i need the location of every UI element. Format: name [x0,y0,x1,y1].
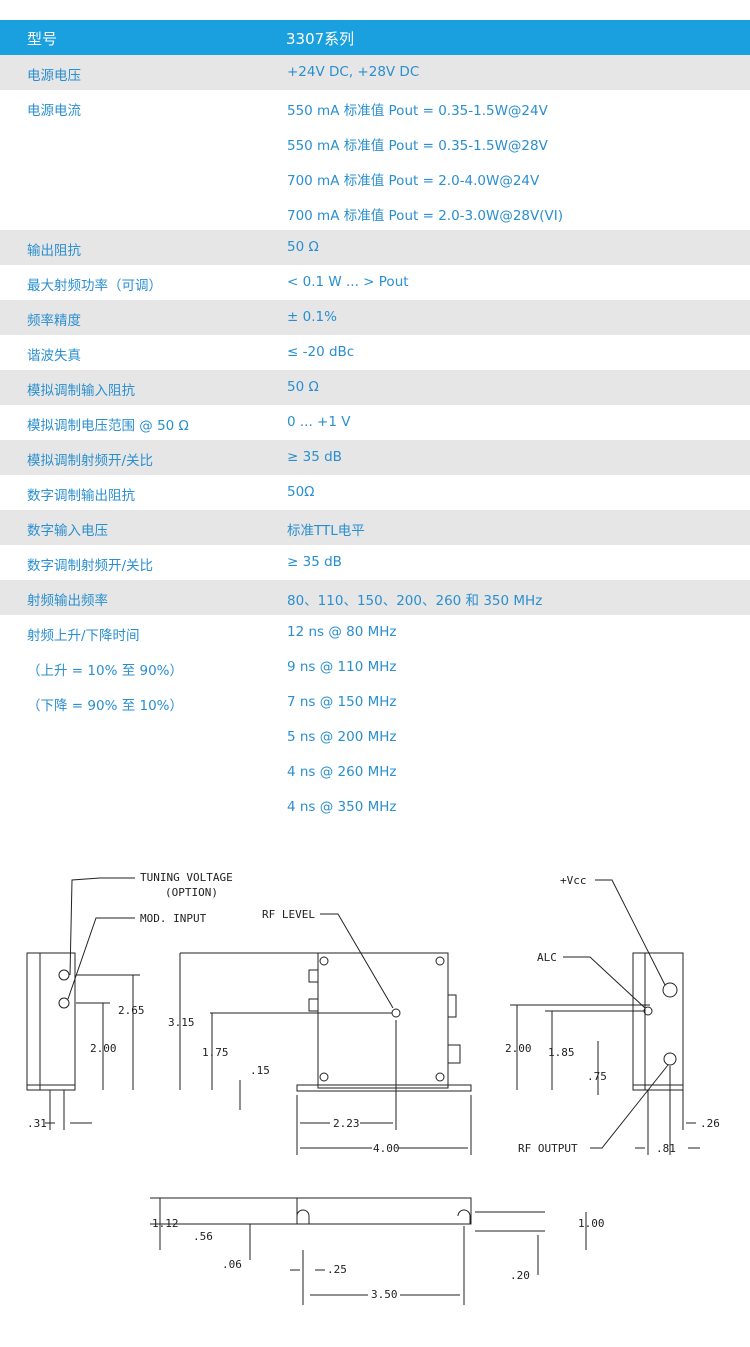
rf-output-label: RF OUTPUT [518,1142,578,1155]
dim-20: .20 [510,1269,530,1282]
rf-level-label: RF LEVEL [262,908,315,921]
row-label: 谐波失真 [27,348,81,364]
table-row: 模拟调制电压范围 @ 50 Ω 0 ... +1 V [0,405,750,440]
row-value: 50 Ω [287,379,319,395]
row-value: 50Ω [287,484,315,500]
table-row: 最大射频功率（可调） < 0.1 W ... > Pout [0,265,750,300]
table-row: 模拟调制射频开/关比 ≥ 35 dB [0,440,750,475]
front-view-body [317,952,449,1089]
row-value: 0 ... +1 V [287,414,351,430]
spec-table: 型号 3307系列 电源电压 +24V DC, +28V DC 电源电流 550 mA… [0,20,750,825]
row-value: 550 mA 标准值 Pout = 0.35-1.5W@24V [287,103,548,119]
row-value: 4 ns @ 260 MHz [287,764,397,780]
option-label: (OPTION) [165,886,218,899]
row-label: （上升 = 10% 至 90%） [27,663,183,679]
row-value: < 0.1 W ... > Pout [287,274,409,290]
row-label: （下降 = 90% 至 10%） [27,698,183,714]
row-value: 550 mA 标准值 Pout = 0.35-1.5W@28V [287,138,548,154]
side-view-body [26,952,76,1091]
row-value: 50 Ω [287,239,319,255]
dim-25: .25 [327,1263,347,1276]
table-row: 电源电流 550 mA 标准值 Pout = 0.35-1.5W@24V 550 m… [0,90,750,230]
table-row: 谐波失真 ≤ -20 dBc [0,335,750,370]
dim-265: 2.65 [118,1004,145,1017]
tuning-voltage-label: TUNING VOLTAGE [140,871,233,884]
row-value: 4 ns @ 350 MHz [287,799,397,815]
mod-input-label: MOD. INPUT [140,912,207,925]
dim-100: 1.00 [578,1217,605,1230]
dim-175: 1.75 [202,1046,229,1059]
dim-31: .31 [27,1117,47,1130]
dim-200-side: 2.00 [90,1042,117,1055]
row-label: 电源电流 [27,103,81,119]
row-label: 数字调制输出阻抗 [27,488,135,504]
row-label: 模拟调制射频开/关比 [27,453,154,469]
dim-350: 3.50 [371,1288,398,1301]
dim-315: 3.15 [168,1016,195,1029]
table-header: 型号 3307系列 [0,20,750,55]
row-value: 12 ns @ 80 MHz [287,624,397,640]
dim-223: 2.23 [333,1117,360,1130]
table-row: 频率精度 ± 0.1% [0,300,750,335]
row-value: ± 0.1% [287,309,337,325]
mod-input-connector [58,997,70,1009]
tuning-voltage-connector [58,969,70,981]
dim-06: .06 [222,1258,242,1271]
row-value: 80、110、150、200、260 和 350 MHz [287,593,543,609]
row-value: 标准TTL电平 [287,523,365,539]
table-row: 数字调制射频开/关比 ≥ 35 dB [0,545,750,580]
row-value: 5 ns @ 200 MHz [287,729,397,745]
alc-label: ALC [537,951,557,964]
table-body: 电源电压 +24V DC, +28V DC 电源电流 550 mA 标准值 Pout … [0,55,750,825]
row-label: 模拟调制输入阻抗 [27,383,135,399]
table-row: 模拟调制输入阻抗 50 Ω [0,370,750,405]
dim-400: 4.00 [373,1142,400,1155]
header-model-label: 型号 [27,30,58,48]
row-value: 700 mA 标准值 Pout = 2.0-4.0W@24V [287,173,540,189]
row-value: ≥ 35 dB [287,449,342,465]
table-row: 射频输出频率 80、110、150、200、260 和 350 MHz [0,580,750,615]
table-row: 数字输入电压 标准TTL电平 [0,510,750,545]
header-model-value: 3307系列 [286,30,355,48]
front-view-base [296,1084,472,1092]
row-label: 最大射频功率（可调） [27,278,162,294]
dim-56: .56 [193,1230,213,1243]
row-value: 9 ns @ 110 MHz [287,659,397,675]
row-label: 射频上升/下降时间 [27,628,140,644]
dim-26: .26 [700,1117,720,1130]
vcc-connector [662,982,678,998]
bottom-view-plate [296,1197,472,1225]
row-value: ≤ -20 dBc [287,344,355,360]
table-row: 电源电压 +24V DC, +28V DC [0,55,750,90]
row-label: 电源电压 [27,68,81,84]
dimension-drawing: TUNING VOLTAGE (OPTION) MOD. INPUT 2.65 … [26,871,720,1305]
dim-200-right: 2.00 [505,1042,532,1055]
rf-level-pot [391,1008,401,1018]
rf-output-connector [663,1052,677,1066]
dim-112: 1.12 [152,1217,179,1230]
row-label: 数字调制射频开/关比 [27,558,154,574]
row-label: 输出阻抗 [27,243,81,259]
row-label: 模拟调制电压范围 @ 50 Ω [27,418,189,434]
table-row: 数字调制输出阻抗 50Ω [0,475,750,510]
dim-81: .81 [656,1142,676,1155]
vcc-label: +Vcc [560,874,587,887]
right-view-body [632,952,684,1091]
dim-15: .15 [250,1064,270,1077]
table-row: 输出阻抗 50 Ω [0,230,750,265]
row-value: 7 ns @ 150 MHz [287,694,397,710]
table-row: 射频上升/下降时间 （上升 = 10% 至 90%） （下降 = 90% 至 10%… [0,615,750,825]
row-value: ≥ 35 dB [287,554,342,570]
row-label: 射频输出频率 [27,593,108,609]
dim-75: .75 [587,1070,607,1083]
row-value: +24V DC, +28V DC [287,64,420,80]
row-value: 700 mA 标准值 Pout = 2.0-3.0W@28V(VI) [287,208,564,224]
row-label: 数字输入电压 [27,523,108,539]
dim-185: 1.85 [548,1046,575,1059]
row-label: 频率精度 [27,313,81,329]
